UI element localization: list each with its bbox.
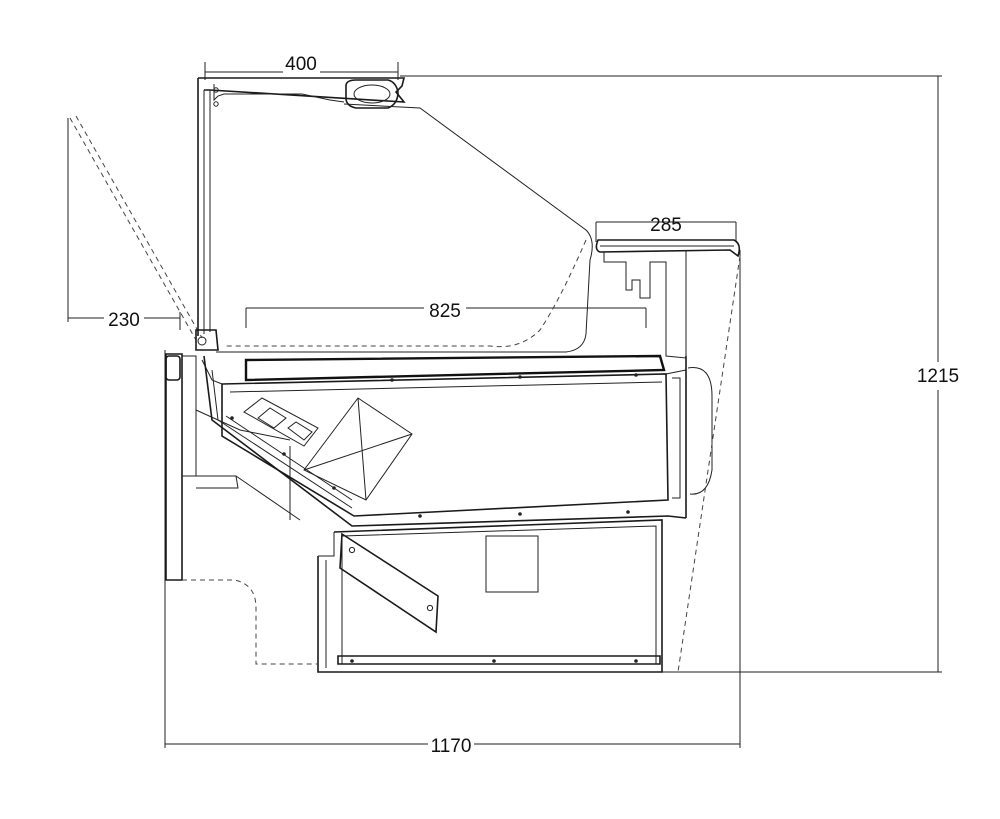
- dim-label-height: 1215: [917, 366, 959, 387]
- lower-cabinet: [182, 255, 741, 673]
- dim-label-total-width: 1170: [431, 736, 472, 757]
- dim-label-top-width: 400: [285, 54, 317, 75]
- rear-shelf: [595, 239, 741, 359]
- open-front-glass-dashed: [69, 115, 203, 341]
- front-panel: [165, 353, 301, 581]
- canopy-and-front-glass: [195, 77, 593, 353]
- dim-label-inner-width: 825: [429, 301, 461, 322]
- display-deck: [201, 354, 713, 527]
- dim-label-overhang: 230: [108, 310, 140, 331]
- dimension-lines: [67, 62, 942, 748]
- dim-label-shelf-width: 285: [650, 215, 682, 236]
